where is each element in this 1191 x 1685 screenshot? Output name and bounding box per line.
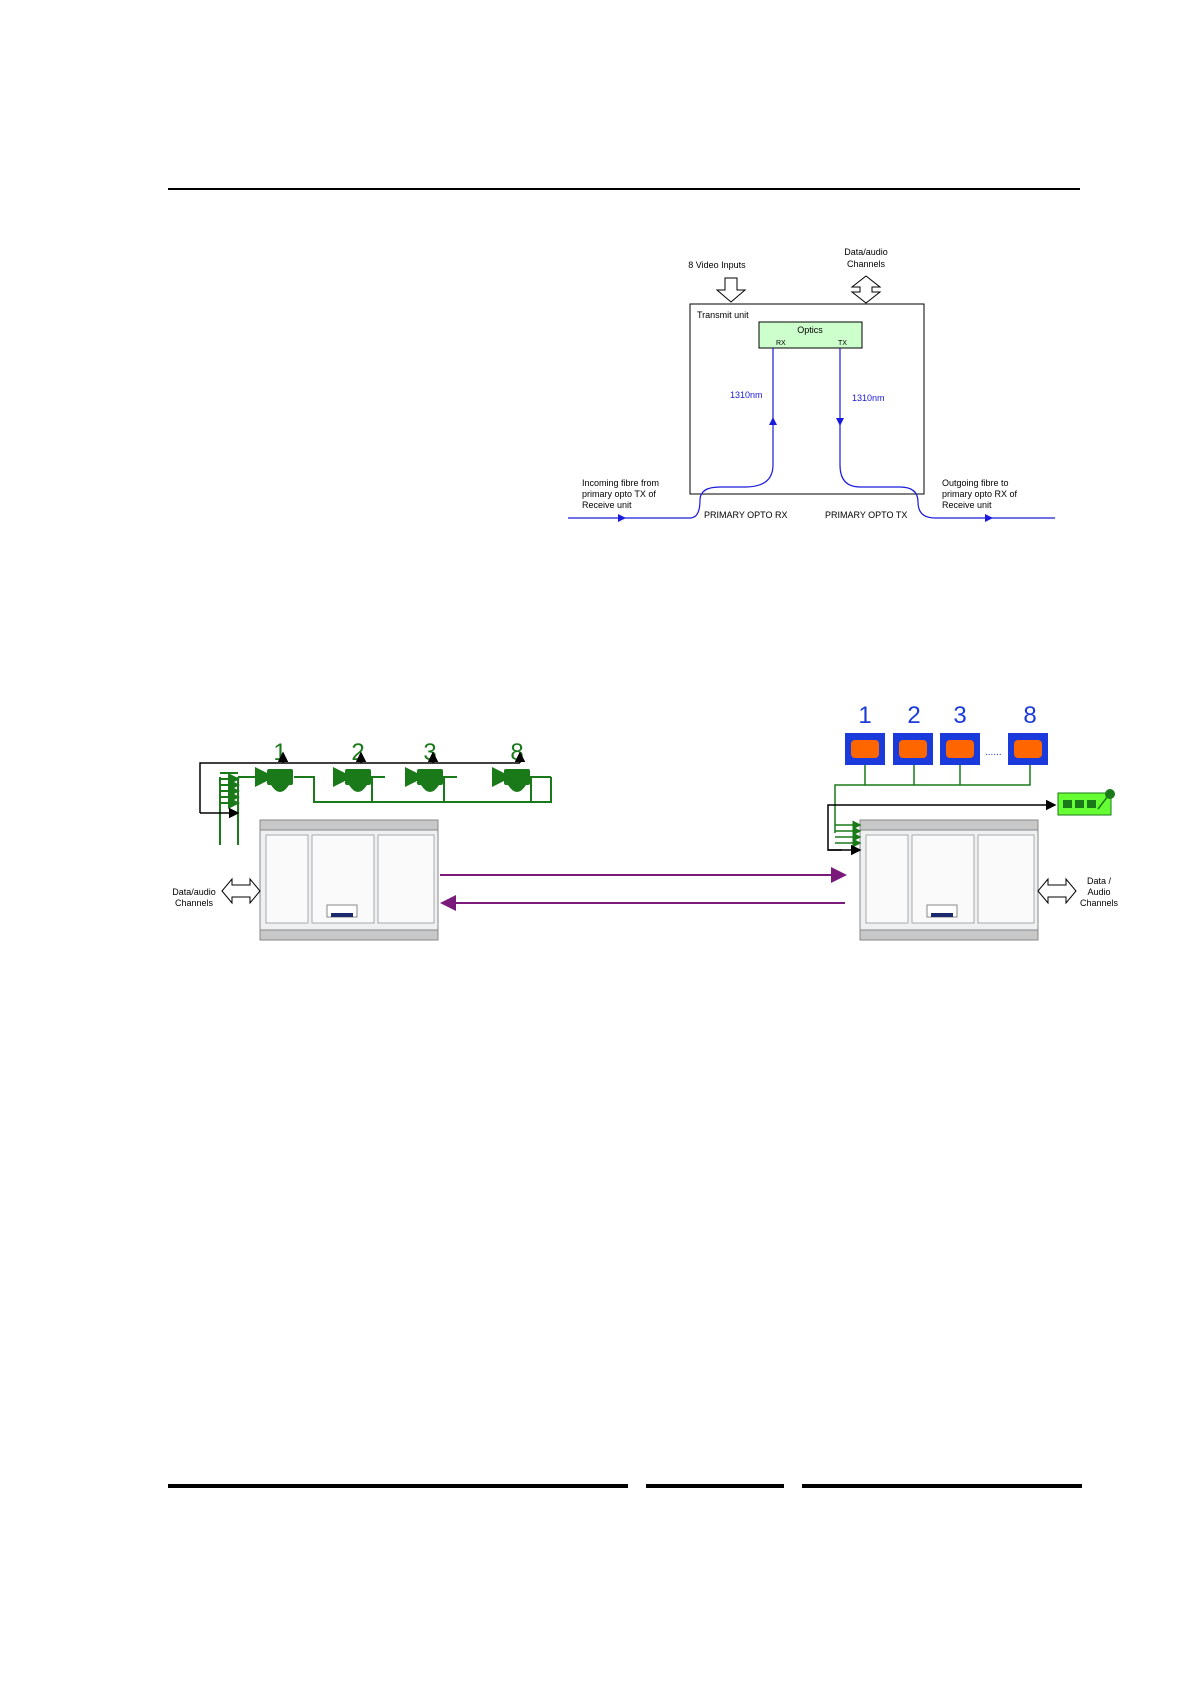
outgoing-label-2: primary opto RX of: [942, 489, 1018, 499]
rx-label: RX: [776, 340, 786, 347]
transmit-unit-label: Transmit unit: [697, 310, 749, 320]
transmit-rack-unit: [260, 820, 438, 940]
monitor-number-3: 3: [953, 702, 966, 729]
camera-number-1: 1: [273, 739, 286, 766]
wavelength-rx-label: 1310nm: [730, 390, 763, 400]
system-overview-diagram: 1 2 3 8: [170, 695, 1120, 955]
camera-number-8: 8: [510, 739, 523, 766]
footer-rule-left: [168, 1484, 628, 1488]
data-audio-label-1: Data/audio: [844, 247, 888, 257]
outgoing-label-3: Receive unit: [942, 500, 992, 510]
left-data-audio-arrow: [222, 879, 260, 903]
primary-opto-rx-label: PRIMARY OPTO RX: [704, 510, 788, 520]
right-data-audio-label-2: Audio: [1087, 887, 1110, 897]
data-audio-double-arrow: [852, 276, 880, 303]
camera-number-2: 2: [351, 739, 364, 766]
camera-icon: [255, 767, 293, 792]
right-data-audio-arrow: [1038, 879, 1076, 903]
left-data-audio-label-1: Data/audio: [172, 887, 216, 897]
monitor-number-1: 1: [858, 702, 871, 729]
incoming-label-3: Receive unit: [582, 500, 632, 510]
tx-label: TX: [838, 340, 847, 347]
data-audio-label-2: Channels: [847, 259, 886, 269]
monitor-icon: [1008, 733, 1048, 765]
right-data-audio-label-1: Data /: [1087, 876, 1112, 886]
monitor-icon: [845, 733, 885, 765]
camera-icon: [492, 767, 530, 792]
footer-rule-middle: [646, 1484, 784, 1488]
camera-feed-arrows: [220, 773, 238, 803]
monitor-icon: [893, 733, 933, 765]
outgoing-label-1: Outgoing fibre to: [942, 478, 1009, 488]
optics-label: Optics: [797, 325, 823, 335]
wavelength-tx-label: 1310nm: [852, 393, 885, 403]
monitor-number-2: 2: [907, 702, 920, 729]
outgoing-fibre-arrow-2: [985, 514, 993, 522]
transmit-unit-diagram: 8 Video Inputs Data/audio Channels Trans…: [560, 240, 1060, 540]
right-data-audio-label-3: Channels: [1080, 898, 1119, 908]
keypad-icon: [1058, 789, 1115, 815]
incoming-label-2: primary opto TX of: [582, 489, 656, 499]
camera-icon: [405, 767, 443, 792]
primary-opto-tx-label: PRIMARY OPTO TX: [825, 510, 907, 520]
video-inputs-arrow: [717, 278, 745, 302]
camera-number-3: 3: [423, 739, 436, 766]
monitor-ellipsis: ......: [985, 747, 1002, 758]
left-data-audio-label-2: Channels: [175, 898, 214, 908]
footer-rule-right: [802, 1484, 1082, 1488]
incoming-label-1: Incoming fibre from: [582, 478, 659, 488]
video-inputs-label: 8 Video Inputs: [688, 260, 746, 270]
monitor-number-8: 8: [1023, 702, 1036, 729]
camera-icon: [333, 767, 371, 792]
header-rule: [168, 188, 1080, 190]
monitor-icon: [940, 733, 980, 765]
incoming-fibre-arrow-1: [618, 514, 626, 522]
receive-rack-unit: [860, 820, 1038, 940]
